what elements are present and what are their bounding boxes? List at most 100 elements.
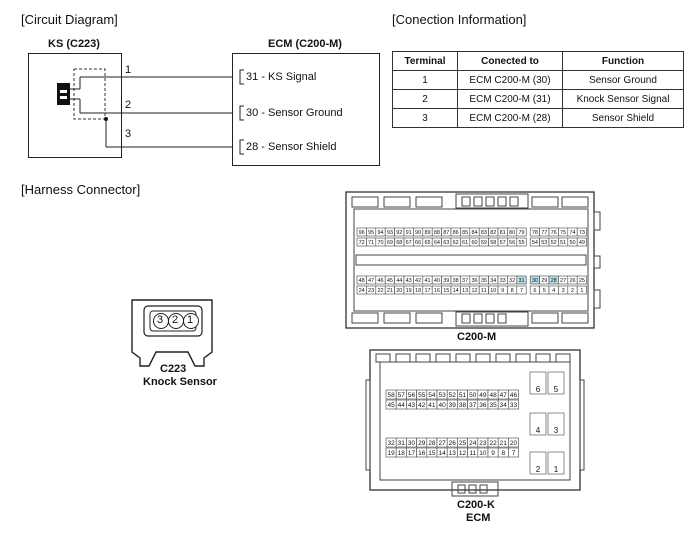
pin-label-24: 24 (469, 440, 477, 447)
wire-number-2: 2 (125, 99, 132, 111)
pin-label-43: 43 (406, 278, 412, 284)
pin-31 (516, 275, 527, 285)
pin-3 (547, 412, 565, 436)
wire-number-1: 1 (125, 64, 132, 76)
pin-label-32: 32 (387, 440, 395, 447)
pin-label-66: 66 (415, 240, 421, 246)
pin-label-74: 74 (569, 230, 575, 236)
pin-label-51: 51 (560, 240, 566, 246)
pin-label-37: 37 (469, 402, 477, 409)
pin-label-42: 42 (415, 278, 421, 284)
pin-label-46: 46 (377, 278, 383, 284)
pin-label-41: 41 (428, 402, 436, 409)
pin-label-73: 73 (579, 230, 585, 236)
pin-label-11: 11 (481, 288, 487, 294)
pin-label-5: 5 (543, 288, 546, 294)
pin-label-88: 88 (434, 230, 440, 236)
pin-label-19: 19 (387, 450, 395, 457)
pin-label-50: 50 (469, 392, 477, 399)
pin-label-18: 18 (415, 288, 421, 294)
pin-label-57: 57 (398, 392, 406, 399)
pin-label-72: 72 (359, 240, 365, 246)
table-cell: Sensor Shield (562, 108, 684, 128)
pin-label-64: 64 (434, 240, 440, 246)
pin-label-70: 70 (377, 240, 383, 246)
pin-label-46: 46 (510, 392, 518, 399)
pin-label-87: 87 (443, 230, 449, 236)
pin-label-21: 21 (500, 440, 508, 447)
c200k-label: C200-K (457, 499, 495, 511)
pin-label-47: 47 (368, 278, 374, 284)
pin-label-22: 22 (489, 440, 497, 447)
pin-label-36: 36 (471, 278, 477, 284)
pin-label-16: 16 (434, 288, 440, 294)
pin-label-17: 17 (408, 450, 416, 457)
pin-label-60: 60 (471, 240, 477, 246)
pin-label-82: 82 (490, 230, 496, 236)
c223-pin-2-label: 2 (172, 314, 179, 326)
pin-label-18: 18 (398, 450, 406, 457)
pin-label-48: 48 (359, 278, 365, 284)
pin-label-40: 40 (438, 402, 446, 409)
connection-information-heading: [Conection Information] (392, 12, 527, 27)
wire-number-3: 3 (125, 128, 132, 140)
pin-label-58: 58 (387, 392, 395, 399)
pin-label-41: 41 (424, 278, 430, 284)
pin-49 (576, 237, 587, 247)
pin-label-27: 27 (560, 278, 566, 284)
pin-label-25: 25 (579, 278, 585, 284)
pin-label-12: 12 (459, 450, 467, 457)
pin-label-32: 32 (509, 278, 515, 284)
pin-label-10: 10 (479, 450, 487, 457)
pin-label-42: 42 (418, 402, 426, 409)
pin-label-49: 49 (479, 392, 487, 399)
pin-label-56: 56 (509, 240, 515, 246)
pin-label-19: 19 (406, 288, 412, 294)
pin-label-48: 48 (489, 392, 497, 399)
shield-junction (104, 117, 108, 121)
pin-label-47: 47 (500, 392, 508, 399)
ks-title: KS (C223) (48, 38, 100, 50)
pin-20 (508, 437, 519, 448)
pin-79 (516, 227, 527, 237)
pin-25 (576, 275, 587, 285)
pin-label-5: 5 (554, 385, 559, 394)
pin-label-81: 81 (500, 230, 506, 236)
pin-label-58: 58 (490, 240, 496, 246)
pin-1 (547, 451, 565, 475)
pin-label-28: 28 (551, 278, 557, 284)
pin-7 (516, 285, 527, 295)
ecm-pin-31-label: 31 - KS Signal (246, 71, 317, 83)
pin-label-31: 31 (518, 278, 524, 284)
pin-label-25: 25 (459, 440, 467, 447)
pin-label-67: 67 (406, 240, 412, 246)
pin-label-8: 8 (501, 450, 505, 457)
pin-label-33: 33 (500, 278, 506, 284)
pin-label-15: 15 (428, 450, 436, 457)
pin-label-30: 30 (532, 278, 538, 284)
pin-label-8: 8 (511, 288, 514, 294)
c223-pin-1-label: 1 (187, 314, 194, 326)
pin-label-34: 34 (490, 278, 496, 284)
pin-33 (508, 399, 519, 410)
pin-label-40: 40 (434, 278, 440, 284)
ecm-title: ECM (C200-M) (268, 38, 342, 50)
pin-label-13: 13 (449, 450, 457, 457)
pin-4 (529, 412, 547, 436)
pin-label-3: 3 (562, 288, 565, 294)
pin-2 (529, 451, 547, 475)
pin-label-33: 33 (510, 402, 518, 409)
pin-label-38: 38 (453, 278, 459, 284)
pin-label-39: 39 (449, 402, 457, 409)
pin-label-78: 78 (532, 230, 538, 236)
pin-label-54: 54 (428, 392, 436, 399)
pin-label-30: 30 (408, 440, 416, 447)
pin-label-27: 27 (438, 440, 446, 447)
pin-label-31: 31 (398, 440, 406, 447)
pin-5 (547, 371, 565, 395)
pin-label-59: 59 (481, 240, 487, 246)
pin-label-62: 62 (453, 240, 459, 246)
pin-label-29: 29 (418, 440, 426, 447)
